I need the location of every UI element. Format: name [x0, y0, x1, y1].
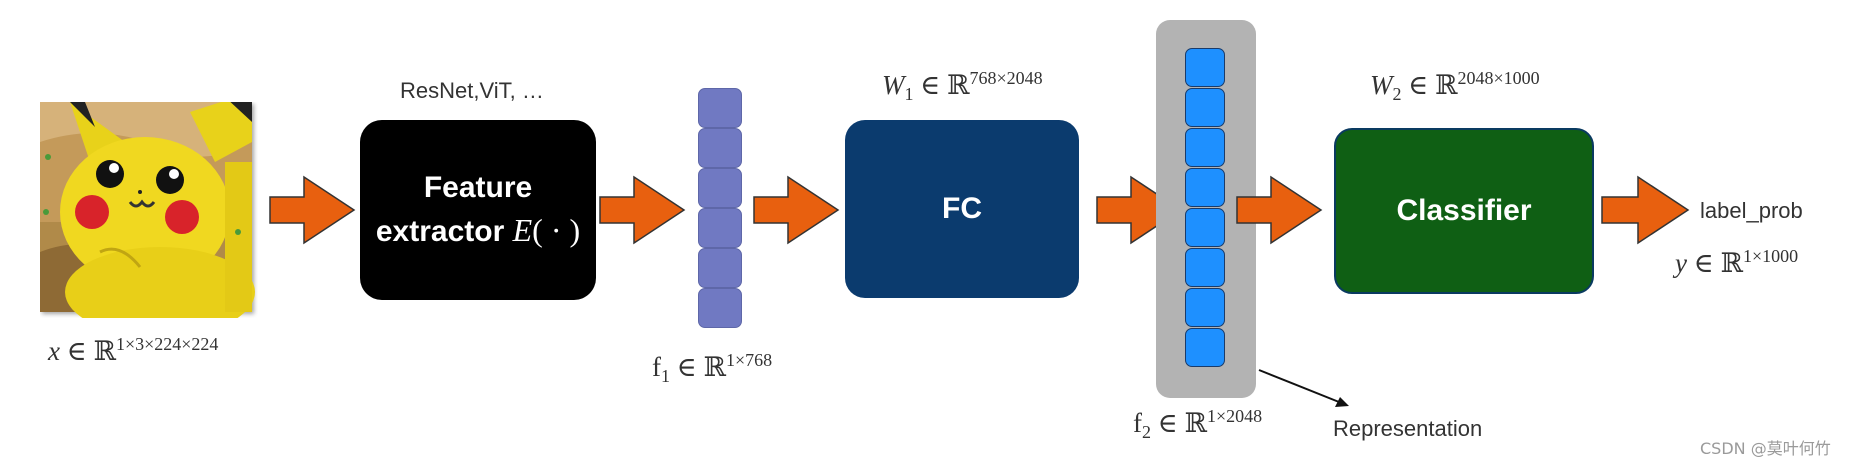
arrow-icon [753, 175, 840, 245]
classifier-weight-label: W2 ∈ ℝ2048×1000 [1370, 68, 1540, 104]
classifier-box: Classifier [1334, 128, 1594, 294]
arrow-icon [599, 175, 686, 245]
feature-extractor-box: Feature extractor E( · ) [360, 120, 596, 300]
feature-extractor-caption: ResNet,ViT, … [400, 78, 544, 103]
f1-vector [698, 88, 742, 333]
f2-cell [1185, 248, 1225, 287]
f2-cell [1185, 328, 1225, 367]
f1-cell [698, 248, 742, 288]
output-shape-label: y ∈ ℝ1×1000 [1675, 246, 1799, 278]
f1-label: f1 ∈ ℝ1×768 [652, 350, 773, 386]
feature-extractor-line2: extractor E( · ) [375, 211, 581, 248]
f1-cell [698, 88, 742, 128]
arrow-icon [1236, 175, 1323, 245]
f1-cell [698, 208, 742, 248]
f2-label: f2 ∈ ℝ1×2048 [1133, 406, 1263, 442]
f2-cell [1185, 208, 1225, 247]
f1-cell [698, 168, 742, 208]
representation-pointer-icon [1258, 369, 1349, 407]
f2-cell [1185, 48, 1225, 87]
f2-vector [1185, 48, 1227, 374]
fc-weight-label: W1 ∈ ℝ768×2048 [882, 68, 1043, 104]
f1-cell [698, 128, 742, 168]
representation-label: Representation [1333, 416, 1483, 441]
f1-cell [698, 288, 742, 328]
watermark: CSDN @莫叶何竹 [1700, 439, 1831, 458]
arrow-icon [1601, 175, 1690, 245]
output-label: label_prob [1700, 198, 1803, 223]
feature-extractor-line1: Feature [423, 171, 533, 204]
input-image [40, 102, 255, 318]
fc-box: FC [845, 120, 1079, 298]
input-label: x ∈ ℝ1×3×224×224 [48, 334, 219, 366]
f2-cell [1185, 88, 1225, 127]
f2-cell [1185, 288, 1225, 327]
f2-cell [1185, 168, 1225, 207]
arrow-icon [269, 175, 356, 245]
f2-cell [1185, 128, 1225, 167]
